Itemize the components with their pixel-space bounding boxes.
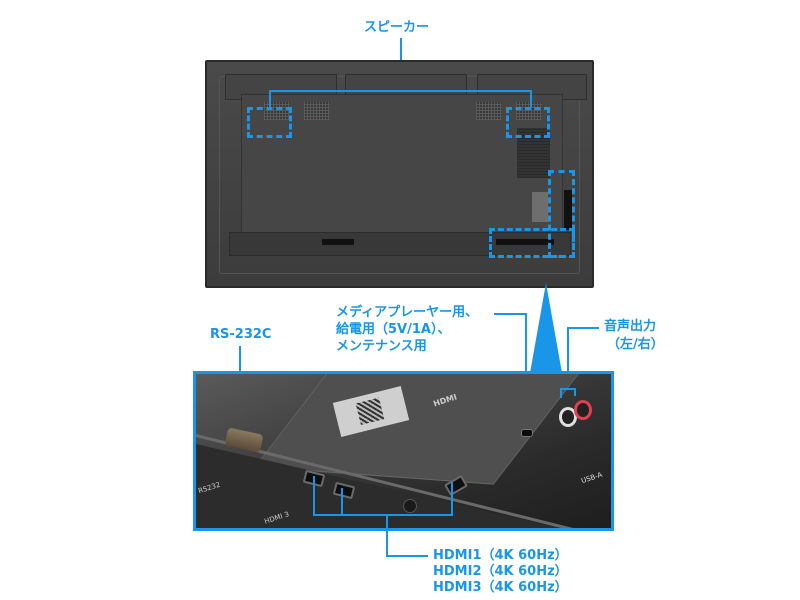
tv-rear-panel	[205, 60, 594, 288]
speaker-highlight-right	[506, 107, 550, 138]
audio-out-leader-vertical	[567, 327, 569, 390]
hdmi-leader-horizontal	[313, 514, 453, 516]
speaker-leader-left-drop	[269, 90, 271, 107]
audio-right-jack-icon	[574, 400, 592, 420]
speaker-leader-right-drop	[530, 90, 532, 107]
speaker-leader-horizontal	[269, 90, 532, 92]
tv-side-port-strip	[564, 190, 572, 230]
audio-out-sublabel: （左/右）	[607, 337, 664, 352]
rs232c-connector-icon	[224, 427, 264, 453]
usb-c-port-icon	[521, 429, 533, 437]
speaker-label: スピーカー	[364, 20, 430, 35]
media-player-label-line1: メディアプレーヤー用、	[336, 305, 479, 320]
audio-out-bracket-left	[560, 388, 562, 398]
qr-code-icon	[355, 397, 385, 425]
connector-closeup-photo: HDMI USB-A RS232 HDMI 3	[193, 371, 614, 531]
hdmi3-label: HDMI3（4K 60Hz）	[433, 580, 568, 595]
audio-out-bracket-horizontal	[560, 388, 576, 390]
media-player-label-line2: 給電用（5V/1A）、	[336, 322, 451, 337]
audio-out-leader-horizontal	[567, 327, 599, 329]
hdmi3-leader-drop	[451, 482, 453, 516]
port-area-highlight-side	[548, 170, 575, 258]
tv-bottom-port-strip-left	[322, 239, 354, 245]
audio-out-bracket-right	[574, 388, 576, 396]
speaker-highlight-left	[247, 107, 292, 138]
hdmi-leader-down	[386, 514, 388, 557]
hdmi2-label: HDMI2（4K 60Hz）	[433, 564, 568, 579]
audio-left-jack-icon	[559, 407, 577, 427]
hdmi2-leader-drop	[341, 488, 343, 516]
hdmi-leader-right	[386, 555, 428, 557]
closeup-rating-plate	[254, 374, 580, 485]
tv-bottom-rail	[229, 232, 571, 256]
hdmi1-label: HDMI1（4K 60Hz）	[433, 548, 568, 563]
audio-out-label: 音声出力	[604, 319, 657, 334]
media-player-label-line3: メンテナンス用	[336, 339, 427, 354]
tv-label-sticker	[532, 192, 548, 222]
rs232c-label: RS-232C	[210, 327, 272, 342]
speaker-grille-left-2	[304, 102, 330, 120]
media-player-leader-horizontal	[494, 313, 527, 315]
speaker-grille-right	[516, 102, 542, 120]
hdmi1-leader-drop	[313, 476, 315, 516]
speaker-grille-right-2	[476, 102, 502, 120]
tv-bottom-port-strip-right	[496, 239, 554, 245]
zoom-pointer-triangle	[530, 283, 562, 373]
closeup-screw	[403, 499, 417, 513]
closeup-usb-a-label: USB-A	[580, 470, 604, 486]
